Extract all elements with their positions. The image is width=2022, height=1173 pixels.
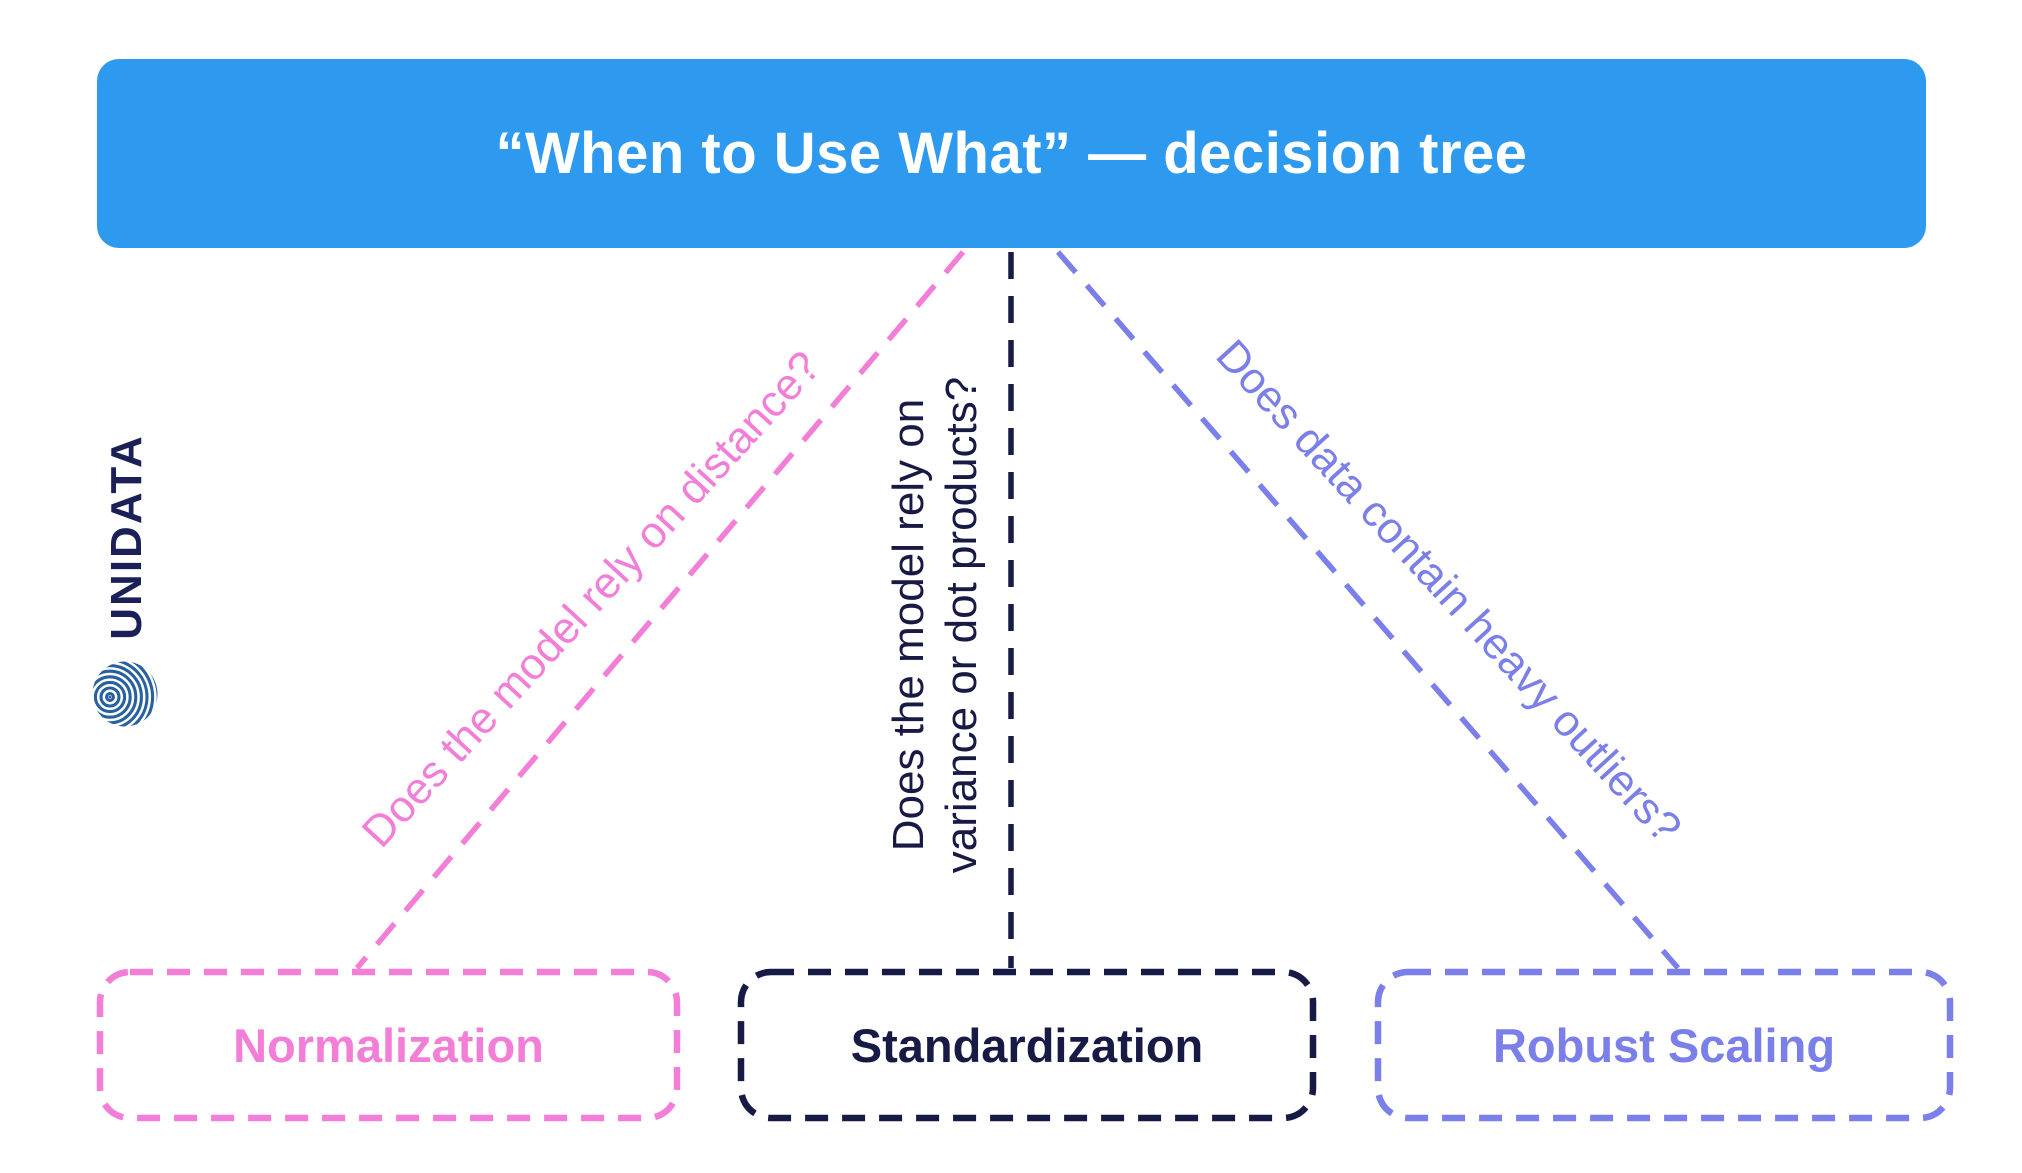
robust-scaling-box xyxy=(1374,968,1954,1122)
branch-line-normalization xyxy=(354,250,966,970)
normalization-box-label: Normalization xyxy=(233,1018,544,1072)
standardization-box xyxy=(737,968,1317,1122)
robust-scaling-box-label: Robust Scaling xyxy=(1492,1018,1836,1072)
normalization-box xyxy=(96,968,681,1122)
page-title: “When to Use What” — decision tree xyxy=(495,121,1528,186)
branch-line-robust-scaling xyxy=(1055,250,1681,970)
question-standardization: Does the model rely on variance or dot p… xyxy=(883,315,989,935)
title-banner: “When to Use What” — decision tree xyxy=(97,59,1926,248)
standardization-box-label: Standardization xyxy=(850,1018,1204,1072)
question-standardization-line2: variance or dot products? xyxy=(937,376,986,874)
question-standardization-line1: Does the model rely on xyxy=(884,398,934,852)
striped-globe-icon xyxy=(92,661,158,727)
